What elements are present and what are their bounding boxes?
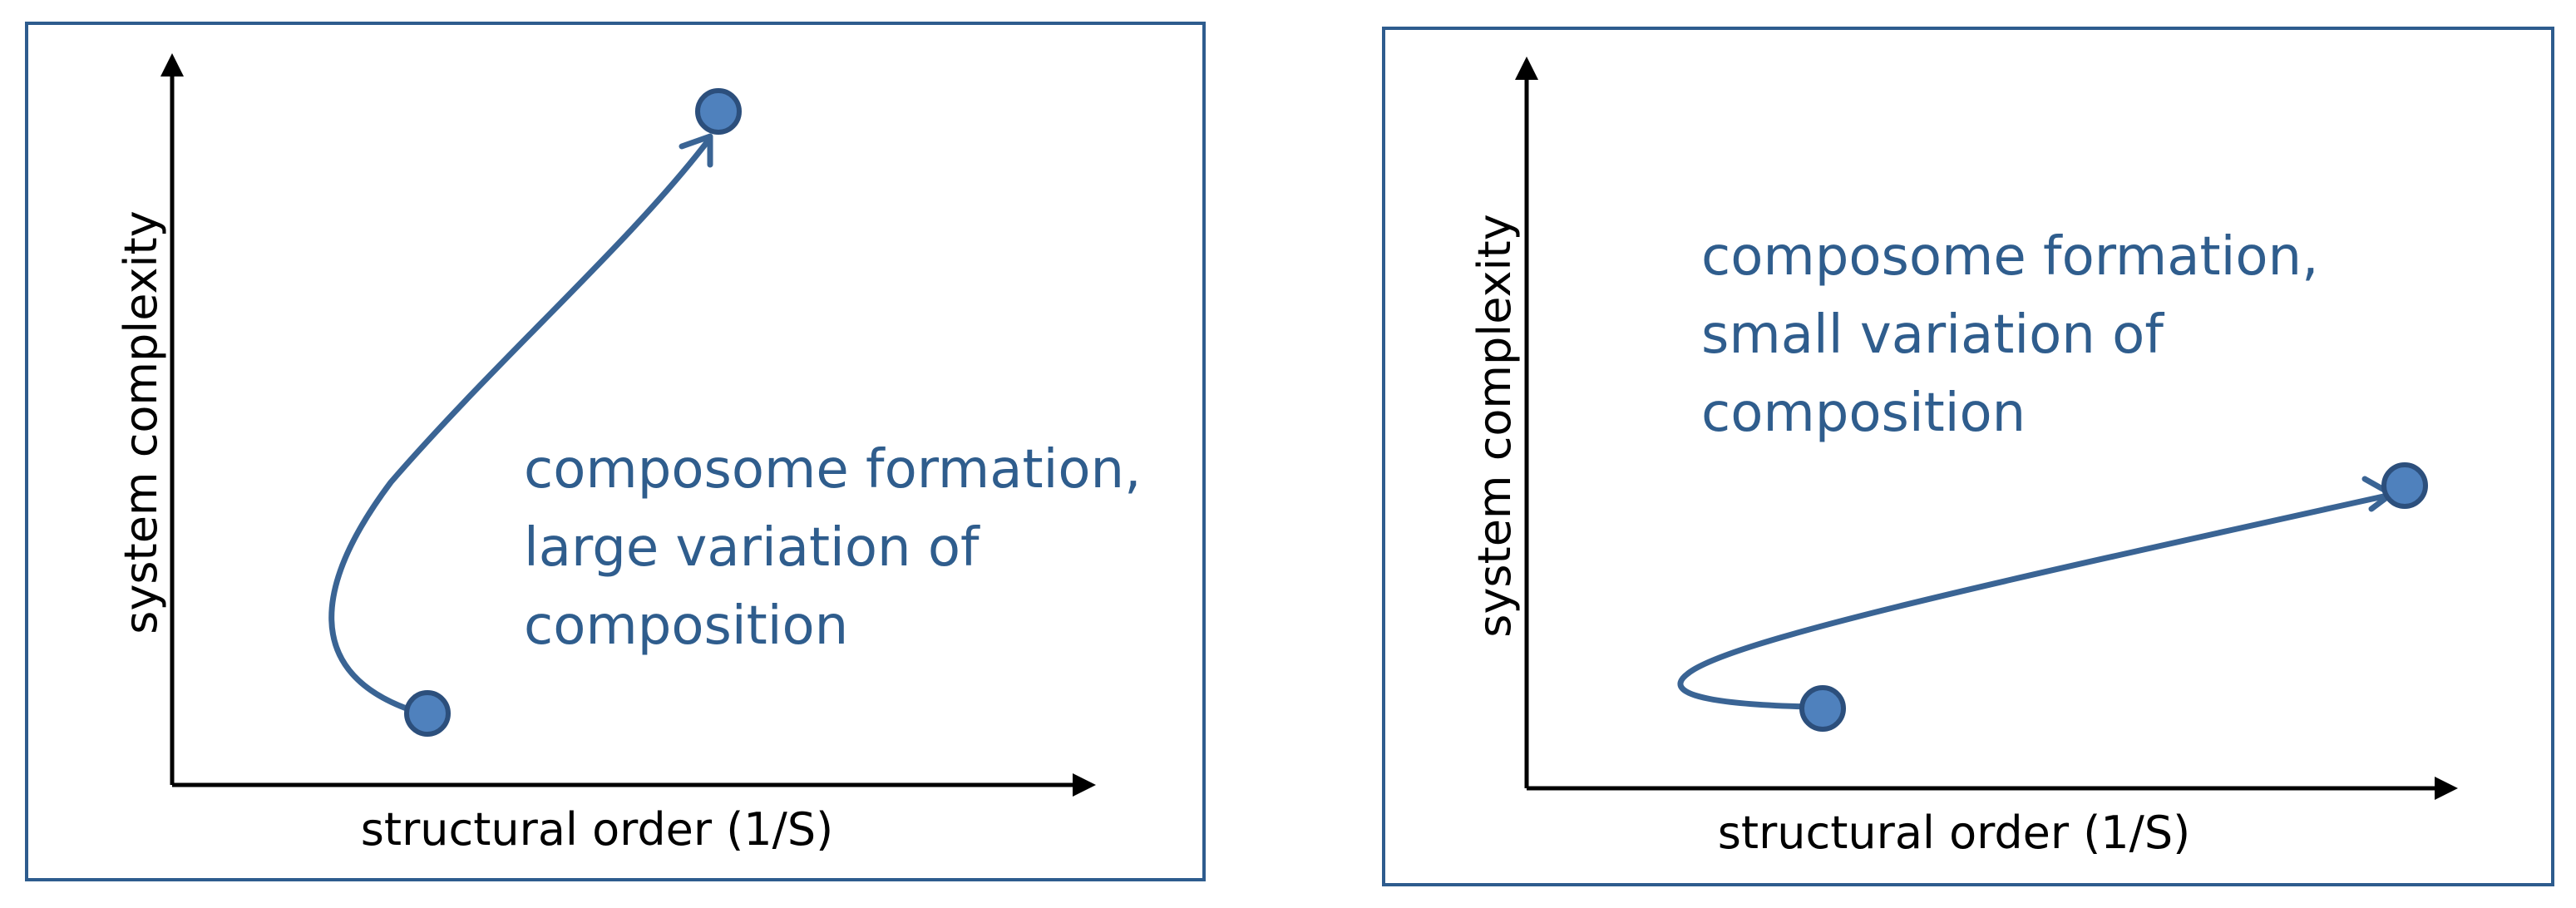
panel-right-y-axis-arrowhead xyxy=(1515,57,1538,80)
panel-right-caption-line-1: composome formation, xyxy=(1701,226,2318,288)
panel-left-start-dot xyxy=(404,690,451,737)
panel-right: system complexity structural order (1/S)… xyxy=(1382,27,2554,886)
panel-left-caption-line-3: composition xyxy=(524,595,848,657)
panel-right-x-axis-arrowhead xyxy=(2435,777,2458,800)
panel-left-trajectory xyxy=(328,135,713,715)
panel-right-x-label: structural order (1/S) xyxy=(1718,807,2190,859)
panel-right-caption-line-3: composition xyxy=(1701,382,2026,444)
panel-right-start-dot xyxy=(1799,685,1846,732)
panel-left-caption-line-1: composome formation, xyxy=(524,439,1141,501)
panel-left-y-axis-arrowhead xyxy=(160,53,184,76)
panel-left-trajectory-arrowhead xyxy=(679,133,713,168)
panel-left: system complexity structural order (1/S)… xyxy=(25,22,1206,881)
panel-left-x-axis-arrowhead xyxy=(1073,773,1096,797)
panel-right-caption-line-2: small variation of xyxy=(1701,304,2164,366)
panel-left-x-label: structural order (1/S) xyxy=(361,803,833,856)
panel-right-frame xyxy=(1382,27,2554,886)
panel-right-end-dot xyxy=(2381,462,2428,509)
panel-left-frame xyxy=(25,22,1206,881)
panel-right-y-label: system complexity xyxy=(1468,214,1521,637)
panel-left-caption-line-2: large variation of xyxy=(524,517,980,579)
panel-left-end-dot xyxy=(695,88,742,135)
panel-right-trajectory xyxy=(1677,491,2398,710)
panel-left-y-label: system complexity xyxy=(115,210,167,634)
